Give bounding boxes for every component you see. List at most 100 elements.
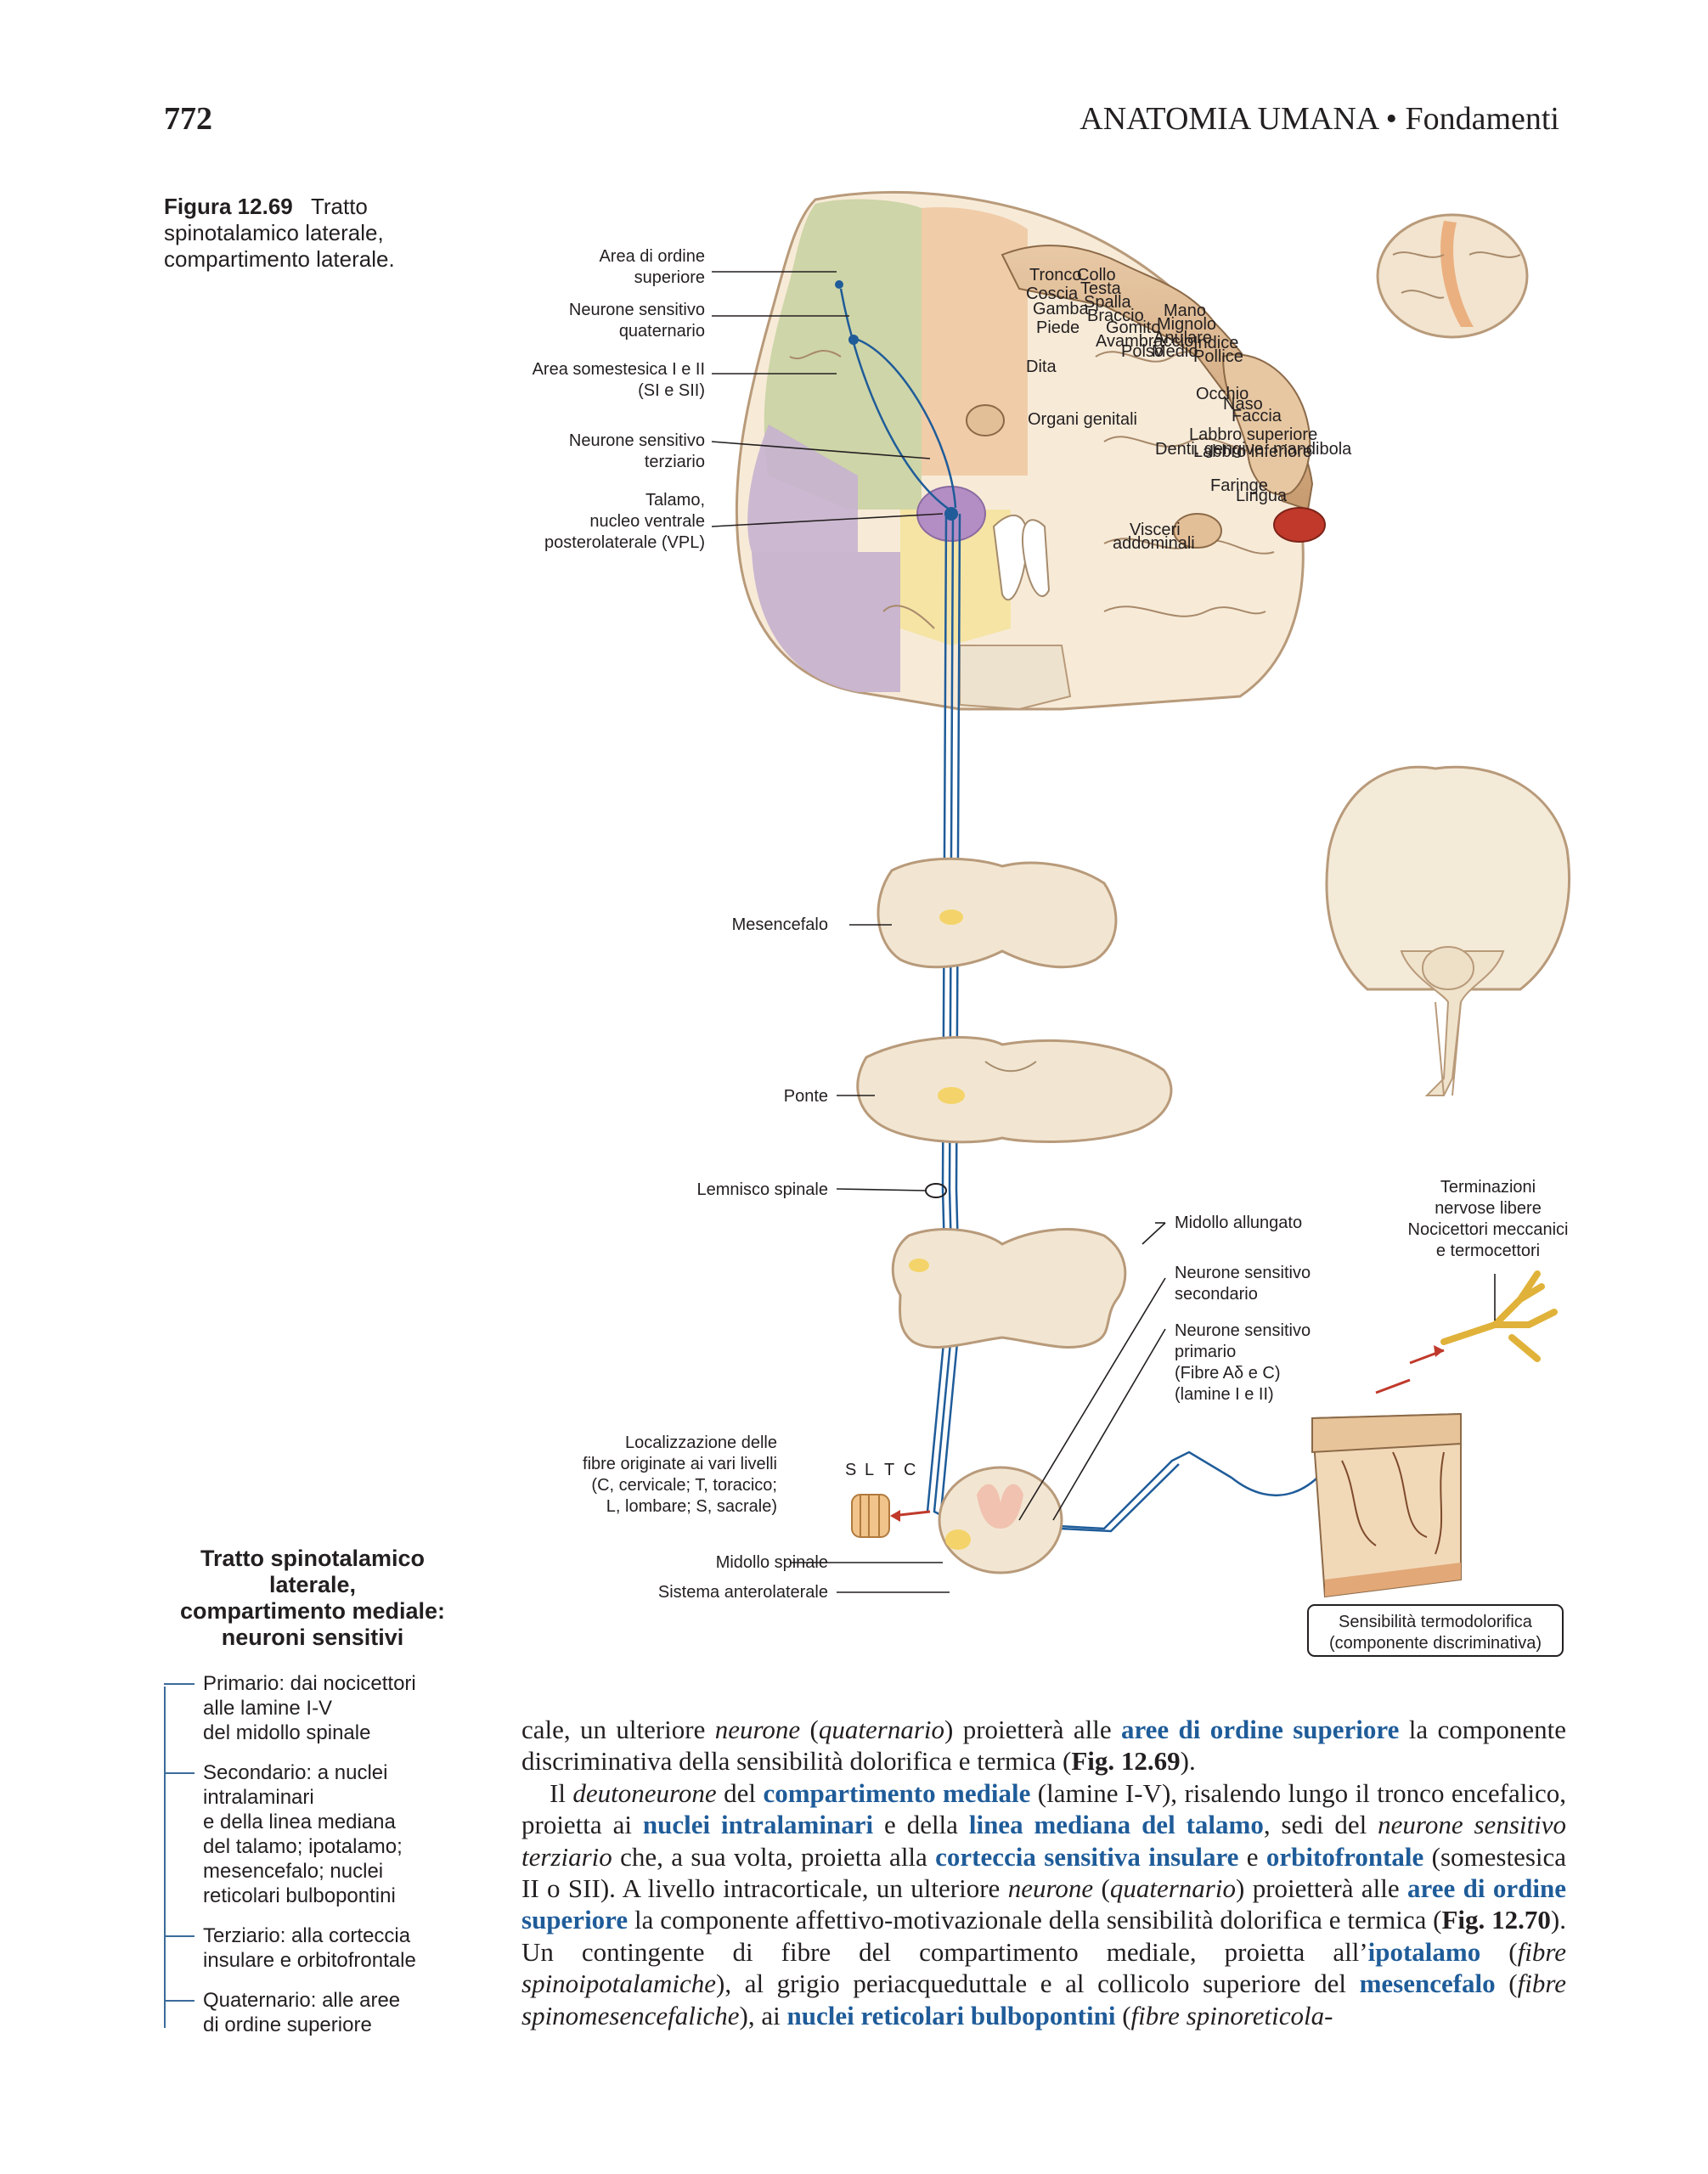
label-terminazioni-3: Nocicettori meccanici [1408, 1220, 1569, 1239]
brain-stem-section [959, 645, 1072, 711]
sidebar-title-line: Tratto spinotalamico [200, 1546, 426, 1571]
homunculus-label: Coscia [1026, 284, 1079, 303]
label-neurone-primario-1: Neurone sensitivo [1175, 1321, 1311, 1340]
homunculus-label: Medio [1152, 342, 1198, 361]
cortex-green [764, 199, 922, 510]
text-run-italic: deutoneurone [572, 1777, 717, 1808]
sidebar-title-line: compartimento mediale: [179, 1598, 446, 1624]
text-run-italic: fibre spinoreticola- [1130, 2000, 1333, 2030]
homunculus-label: Mano [1164, 301, 1206, 320]
label-talamo-1: Talamo, [645, 491, 705, 510]
medulla-section [891, 1228, 1127, 1349]
text-run: ( [1115, 2000, 1131, 2030]
pons-section [856, 1036, 1173, 1144]
label-talamo-3: posterolaterale (VPL) [544, 533, 705, 552]
text-run-italic: neurone sensitivo terziario [521, 1810, 1566, 1872]
label-localizzazione-3: (C, cervicale; T, toracico; [591, 1476, 777, 1495]
sidebar-item-line: reticolari bulbopontini [203, 1884, 396, 1907]
highlight-term: compartimento mediale [763, 1777, 1031, 1808]
sidebar-title-line: laterale, [268, 1572, 357, 1597]
homunculus-label: Tronco [1029, 266, 1082, 284]
sidebar-item-line: alle lamine I-V [203, 1697, 333, 1720]
paragraph-2: Il deutoneurone del compartimento medial… [521, 1777, 1566, 2031]
body-text: cale, un ulteriore neurone (quaternario)… [521, 1714, 1566, 2031]
text-run: la componente affettivo-motivazionale de… [628, 1905, 1442, 1935]
label-neurone-primario-4: (lamine I e II) [1175, 1385, 1274, 1404]
text-run: ( [800, 1715, 819, 1744]
text-run: Il [550, 1777, 573, 1808]
cortex-purple-lower [752, 552, 900, 692]
highlight-term: aree di ordine superiore [1120, 1715, 1400, 1744]
homunculus-label: Gamba [1033, 300, 1089, 318]
text-run: (somestesica II o SII). A livello intrac… [521, 1841, 1567, 1904]
highlight-term: linea mediana del talamo [968, 1810, 1264, 1840]
text-run-italic: neurone [1007, 1873, 1094, 1904]
sidebar-item-line: Primario: dai nocicettori [203, 1672, 416, 1695]
text-run-italic: fibre spinomesencefaliche [521, 1968, 1566, 2030]
homunculus-label: Labbro superiore [1189, 425, 1317, 444]
sltc-bundle [851, 1494, 931, 1538]
text-run-italic: neurone [714, 1715, 801, 1744]
mesencephalon-section [877, 857, 1118, 969]
sidebar-title-line: neuroni sensitivi [221, 1625, 404, 1650]
text-run: che, a sua volta, proietta alla [612, 1841, 936, 1872]
label-mesencefalo: Mesencefalo [732, 915, 828, 934]
label-terminazioni-2: nervose libere [1435, 1199, 1542, 1218]
figure-caption-label: Figura 12.69 [164, 194, 293, 219]
homunculus [966, 245, 1326, 549]
running-head: ANATOMIA UMANA • Fondamenti [1079, 100, 1559, 138]
label-neurone-primario-2: primario [1175, 1343, 1236, 1361]
highlight-term: ipotalamo [1367, 1936, 1481, 1967]
sidebar-item-line: insulare e orbitofrontale [203, 1949, 416, 1972]
text-run: ), ai [739, 2000, 787, 2030]
label-sltc-s: S [845, 1461, 856, 1479]
sidebar-item-line: Quaternario: alle aree [203, 1989, 401, 2012]
homunculus-tongue [1273, 507, 1326, 543]
label-midollo-spinale: Midollo spinale [716, 1553, 828, 1572]
homunculus-labels: Collo Testa Spalla Braccio Gomito Avambr… [1026, 266, 1352, 553]
sidebar-list: Primario: dai nocicettori alle lamine I-… [164, 1671, 461, 2037]
sidebar-item-line: Secondario: a nuclei [203, 1761, 388, 1784]
text-run: e della [873, 1810, 969, 1840]
label-midollo-allungato: Midollo allungato [1175, 1214, 1302, 1232]
highlight-term: orbitofrontale [1265, 1841, 1424, 1872]
leader-lines [711, 271, 1496, 1593]
homunculus-label: Spalla [1084, 293, 1131, 312]
label-lemnisco-spinale: Lemnisco spinale [696, 1180, 828, 1199]
text-run-italic: quaternario [818, 1715, 945, 1744]
homunculus-label: Collo [1077, 266, 1116, 284]
label-localizzazione-1: Localizzazione delle [625, 1433, 777, 1452]
anatomy-figure: Collo Testa Spalla Braccio Gomito Avambr… [533, 190, 1570, 1657]
homunculus-label: Piede [1036, 318, 1079, 337]
label-sltc-l: L [865, 1461, 874, 1479]
homunculus-label: Avambraccio [1096, 332, 1193, 351]
sidebar-item-line: e della linea mediana [203, 1811, 396, 1833]
sidebar-item-line: mesencefalo; nuclei [203, 1860, 384, 1883]
highlight-term: aree di ordine superiore [521, 1873, 1566, 1935]
sidebar-summary: Tratto spinotalamico laterale, compartim… [164, 1546, 461, 2053]
sidebar-item-line: di ordine superiore [203, 2013, 372, 2036]
text-run: ) proietterà alle [1236, 1873, 1408, 1904]
homunculus-label: Organi genitali [1028, 410, 1137, 429]
homunculus-label: Labbro inferiore [1193, 442, 1312, 461]
label-area-somestesica-1: Area somestesica I e II [533, 360, 705, 379]
label-neurone-terziario-2: terziario [645, 453, 705, 471]
text-run: ). Un contingente di fibre del compartim… [521, 1905, 1566, 1967]
ventricle-right [1022, 519, 1051, 597]
text-run: del [716, 1777, 764, 1808]
text-run: , sedi del [1263, 1810, 1378, 1840]
page-number: 772 [164, 101, 212, 137]
sidebar-item-line: del talamo; ipotalamo; [203, 1835, 403, 1858]
text-run-italic: fibre spinoipotalamiche [521, 1936, 1566, 1999]
figure-caption: Figura 12.69 Tratto spinotalamico latera… [164, 194, 487, 273]
label-neurone-secondario-2: secondario [1175, 1285, 1258, 1304]
small-brain-lateral [1376, 213, 1529, 339]
label-sltc-t: T [884, 1461, 894, 1479]
small-brain-coronal [1325, 765, 1570, 1096]
sidebar-item-secondario: Secondario: a nuclei intralaminari e del… [164, 1760, 458, 1908]
book-subtitle: Fondamenti [1405, 101, 1559, 137]
homunculus-label: Dita [1026, 358, 1057, 376]
label-terminazioni-4: e termocettori [1436, 1242, 1540, 1260]
label-neurone-terziario-1: Neurone sensitivo [569, 431, 705, 450]
highlight-term: nuclei intralaminari [642, 1810, 874, 1840]
